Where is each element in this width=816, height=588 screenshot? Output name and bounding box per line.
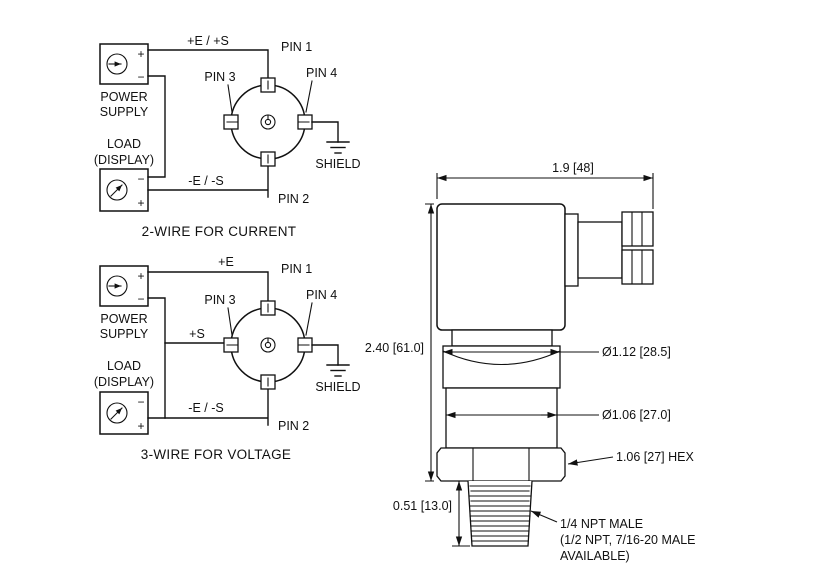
dimension-thread-length: 0.51 [13.0] — [393, 481, 470, 547]
pin3-label: PIN 3 — [204, 70, 235, 84]
wire-excitation-positive — [147, 271, 269, 302]
ground-icon — [326, 364, 350, 377]
overall-width-text: 1.9 [48] — [552, 161, 594, 175]
lower-diameter-text: Ø1.06 [27.0] — [602, 408, 671, 422]
pin4-label: PIN 4 — [306, 66, 337, 80]
ps-minus-terminal: − — [137, 70, 144, 84]
dimension-overall-height: 2.40 [61.0] — [365, 203, 435, 482]
cable-gland — [564, 211, 654, 287]
neck-section — [451, 329, 553, 347]
pin3-leader-line — [227, 84, 233, 113]
wire-label-bottom: -E / -S — [188, 401, 223, 415]
load-minus-terminal: − — [137, 172, 144, 186]
wiring-diagram-voltage: + − POWER SUPPLY LOAD (DISPLAY) − + +E +… — [94, 255, 361, 462]
power-supply-label-line2: SUPPLY — [100, 105, 149, 119]
load-plus-terminal: + — [137, 419, 144, 433]
thread-note-line2: (1/2 NPT, 7/16-20 MALE — [560, 533, 695, 547]
power-supply-box — [99, 265, 149, 307]
load-label-line2: (DISPLAY) — [94, 375, 154, 389]
meter-icon — [106, 179, 128, 201]
npt-thread — [467, 480, 533, 547]
wire-label-signal: +S — [189, 327, 205, 341]
power-source-icon — [106, 53, 128, 75]
thread-note-line3: AVAILABLE) — [560, 549, 630, 563]
ground-icon — [326, 141, 350, 154]
pin4-leader-line — [305, 80, 313, 113]
ps-plus-terminal: + — [137, 47, 144, 61]
load-box — [99, 391, 149, 435]
ps-plus-terminal: + — [137, 269, 144, 283]
meter-icon — [106, 402, 128, 424]
wire-excitation-negative — [147, 165, 269, 198]
pin-contact-slots — [226, 80, 310, 164]
pin-contact-slots — [226, 303, 310, 387]
thread-note-callout: 1/4 NPT MALE (1/2 NPT, 7/16-20 MALE AVAI… — [530, 510, 695, 563]
pin3-label: PIN 3 — [204, 293, 235, 307]
wire-supply-return — [147, 75, 166, 178]
shield-wire — [311, 344, 339, 366]
hex-nut — [436, 447, 566, 482]
overall-height-text: 2.40 [61.0] — [365, 341, 424, 355]
load-label-line1: LOAD — [107, 359, 141, 373]
pin1-label: PIN 1 — [281, 40, 312, 54]
dimension-hex-size: 1.06 [27] HEX — [567, 450, 694, 466]
connector-housing — [436, 203, 566, 331]
dimension-overall-width: 1.9 [48] — [436, 161, 654, 209]
weld-curve — [442, 350, 561, 366]
power-supply-label-line1: POWER — [100, 312, 147, 326]
wire-label-bottom: -E / -S — [188, 174, 223, 188]
pin3-leader-line — [227, 307, 233, 336]
thread-hatching — [469, 485, 531, 542]
thread-length-text: 0.51 [13.0] — [393, 499, 452, 513]
shield-wire — [311, 121, 339, 143]
pin1-label: PIN 1 — [281, 262, 312, 276]
thread-note-line1: 1/4 NPT MALE — [560, 517, 643, 531]
upper-diameter-text: Ø1.12 [28.5] — [602, 345, 671, 359]
load-label-line2: (DISPLAY) — [94, 153, 154, 167]
power-supply-label-line2: SUPPLY — [100, 327, 149, 341]
pin2-label: PIN 2 — [278, 192, 309, 206]
dimension-upper-diameter: Ø1.12 [28.5] — [443, 345, 671, 359]
pin2-label: PIN 2 — [278, 419, 309, 433]
lower-diameter-section — [445, 387, 558, 449]
shield-label: SHIELD — [315, 157, 360, 171]
wire-excitation-negative — [147, 388, 269, 426]
upper-diameter-section — [442, 345, 561, 389]
ps-minus-terminal: − — [137, 292, 144, 306]
pin4-label: PIN 4 — [306, 288, 337, 302]
shield-label: SHIELD — [315, 380, 360, 394]
power-source-icon — [106, 275, 128, 297]
hex-size-text: 1.06 [27] HEX — [616, 450, 694, 464]
power-supply-label-line1: POWER — [100, 90, 147, 104]
din-connector-face — [223, 77, 313, 167]
transducer-dimension-drawing: 1.9 [48] 2.40 [61.0] Ø1.12 [28.5] Ø1.06 … — [365, 161, 696, 563]
load-label-line1: LOAD — [107, 137, 141, 151]
dimension-lower-diameter: Ø1.06 [27.0] — [446, 408, 671, 422]
pin4-leader-line — [305, 302, 313, 336]
power-supply-box — [99, 43, 149, 85]
wire-excitation-positive — [147, 49, 269, 79]
wire-label-top: +E — [218, 255, 234, 269]
load-minus-terminal: − — [137, 395, 144, 409]
wire-supply-return — [147, 297, 166, 419]
din-connector-face — [223, 300, 313, 390]
diagram-caption-current: 2-WIRE FOR CURRENT — [142, 224, 297, 239]
load-plus-terminal: + — [137, 196, 144, 210]
wiring-diagram-current: + − POWER SUPPLY LOAD (DISPLAY) − + +E /… — [94, 34, 361, 239]
wire-label-top: +E / +S — [187, 34, 229, 48]
diagram-caption-voltage: 3-WIRE FOR VOLTAGE — [141, 447, 291, 462]
